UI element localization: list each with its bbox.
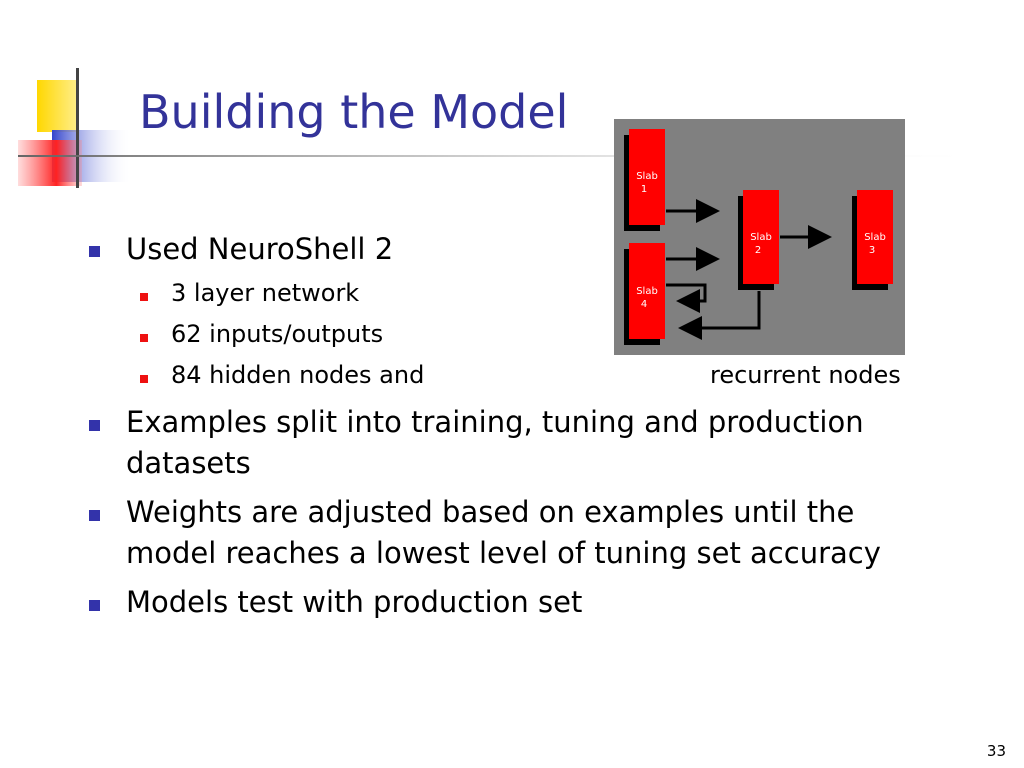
slab-2-number: 2 xyxy=(755,245,761,256)
bullet-text-line: model reaches a lowest level of tuning s… xyxy=(126,536,881,570)
decorative-corner-logo xyxy=(18,68,960,188)
sub-bullet-marker xyxy=(140,375,148,383)
slab-4 xyxy=(629,243,665,339)
sub-bullet-text: 84 hidden nodes and xyxy=(171,361,425,389)
bullet-marker xyxy=(89,600,100,611)
sub-bullet-text-tail: recurrent nodes xyxy=(710,361,901,389)
slab-3-label: Slab xyxy=(864,232,886,243)
slab-1-number: 1 xyxy=(641,184,647,195)
recurrent-loop-slab2-to-slab4 xyxy=(678,291,761,340)
bullet-text-line: Weights are adjusted based on examples u… xyxy=(126,495,855,529)
bullet-marker xyxy=(89,246,100,257)
slab-4-number: 4 xyxy=(641,299,647,310)
slab-1-label: Slab xyxy=(636,171,658,182)
sub-bullet-text: 62 inputs/outputs xyxy=(171,320,384,348)
slab-2-label: Slab xyxy=(750,232,772,243)
recurrent-loop-slab4 xyxy=(666,283,707,313)
sub-bullet-text: 3 layer network xyxy=(171,279,360,307)
page-number: 33 xyxy=(986,742,1006,760)
slab-3-number: 3 xyxy=(869,245,875,256)
slab-1 xyxy=(629,129,665,225)
sub-bullet-marker xyxy=(140,334,148,342)
bullet-text-line: Examples split into training, tuning and… xyxy=(126,405,864,439)
sub-bullet-marker xyxy=(140,293,148,301)
bullet-text-line: datasets xyxy=(126,446,251,480)
network-diagram: Slab 1 Slab 2 Slab 3 Slab 4 xyxy=(614,119,905,355)
bullet-marker xyxy=(89,510,100,521)
slab-3 xyxy=(857,190,893,284)
bullet-marker xyxy=(89,420,100,431)
slide-title: Building the Model xyxy=(139,85,569,139)
bullet-text: Models test with production set xyxy=(126,585,583,619)
slab-4-label: Slab xyxy=(636,286,658,297)
bullet-text: Used NeuroShell 2 xyxy=(126,232,394,266)
slab-2 xyxy=(743,190,779,284)
